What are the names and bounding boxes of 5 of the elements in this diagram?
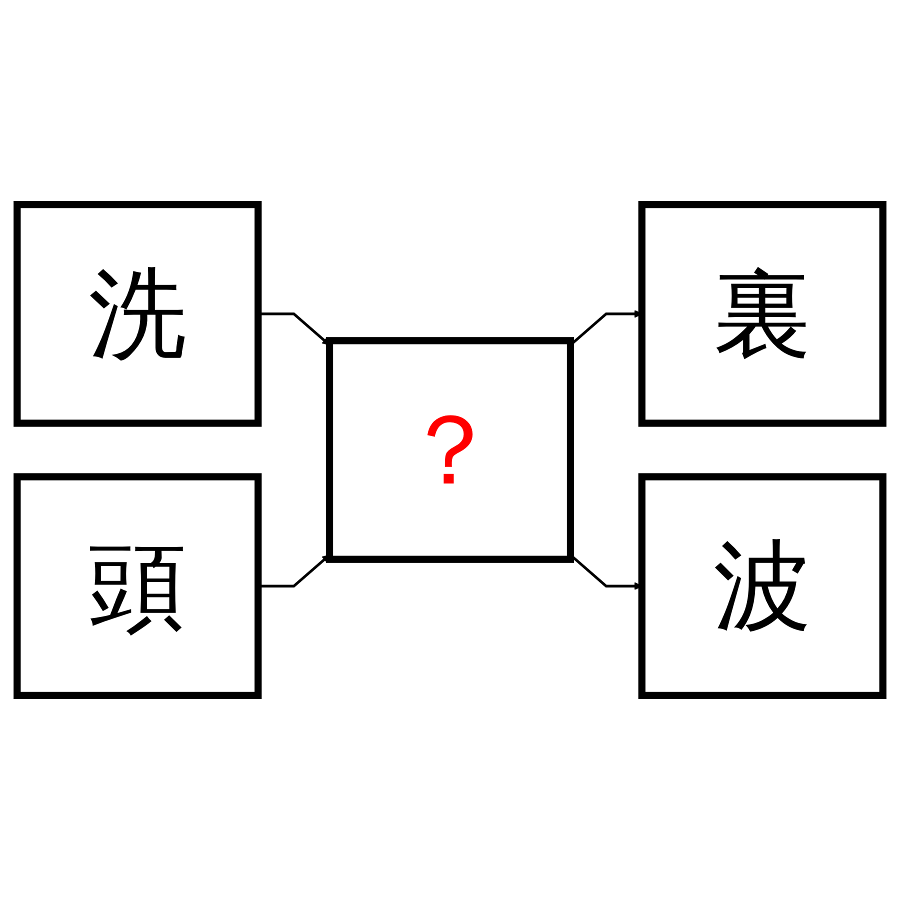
node-box: 洗 — [14, 201, 262, 427]
node-box: 頭 — [14, 473, 262, 699]
node-box: 裏 — [638, 201, 886, 427]
node-box: ？ — [326, 337, 574, 563]
node-box: 波 — [638, 473, 886, 699]
